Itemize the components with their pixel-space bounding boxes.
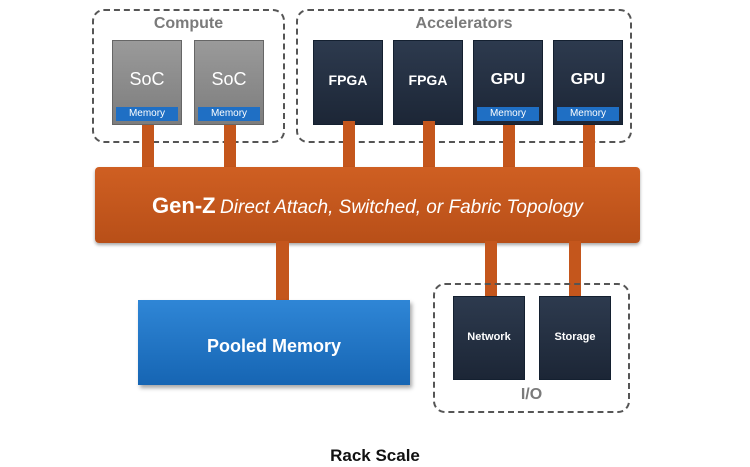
soc-chip-2: SoC Memory bbox=[194, 40, 264, 125]
soc-chip-1-memory: Memory bbox=[116, 107, 178, 121]
gen-z-bus: Gen-Z Direct Attach, Switched, or Fabric… bbox=[95, 167, 640, 243]
compute-group bbox=[92, 9, 285, 143]
soc-chip-2-label: SoC bbox=[211, 69, 247, 89]
rack-scale-caption: Rack Scale bbox=[330, 446, 420, 465]
fpga-chip-1: FPGA bbox=[313, 40, 383, 125]
bus-name: Gen-Z bbox=[152, 193, 216, 218]
soc-chip-1-label: SoC bbox=[129, 69, 165, 89]
gpu-chip-1: GPU Memory bbox=[473, 40, 543, 125]
accelerators-group bbox=[296, 9, 632, 143]
connector-fpga-2 bbox=[423, 121, 435, 169]
storage-device: Storage bbox=[539, 296, 611, 380]
connector-gpu-1 bbox=[503, 125, 515, 169]
gpu-chip-1-label: GPU bbox=[490, 71, 526, 88]
gpu-chip-2-label: GPU bbox=[570, 71, 606, 88]
io-group-label: I/O bbox=[520, 386, 543, 403]
fpga-chip-2-label: FPGA bbox=[408, 72, 448, 88]
connector-pooled-memory bbox=[276, 241, 289, 302]
pooled-memory-label: Pooled Memory bbox=[206, 336, 342, 356]
soc-chip-2-memory: Memory bbox=[198, 107, 260, 121]
compute-group-label: Compute bbox=[153, 15, 224, 32]
connector-gpu-2 bbox=[583, 125, 595, 169]
bus-subtitle: Direct Attach, Switched, or Fabric Topol… bbox=[220, 197, 583, 218]
pooled-memory-block: Pooled Memory bbox=[138, 300, 410, 385]
gpu-chip-2-memory: Memory bbox=[557, 107, 619, 121]
gpu-chip-2: GPU Memory bbox=[553, 40, 623, 125]
fpga-chip-2: FPGA bbox=[393, 40, 463, 125]
connector-fpga-1 bbox=[343, 121, 355, 169]
accelerators-group-label: Accelerators bbox=[415, 15, 513, 32]
fpga-chip-1-label: FPGA bbox=[328, 72, 368, 88]
connector-soc-1 bbox=[142, 125, 154, 169]
connector-soc-2 bbox=[224, 125, 236, 169]
storage-device-label: Storage bbox=[554, 331, 596, 343]
gpu-chip-1-memory: Memory bbox=[477, 107, 539, 121]
network-device: Network bbox=[453, 296, 525, 380]
network-device-label: Network bbox=[467, 331, 511, 343]
bus-text: Gen-Z Direct Attach, Switched, or Fabric… bbox=[95, 193, 640, 219]
soc-chip-1: SoC Memory bbox=[112, 40, 182, 125]
io-group bbox=[433, 283, 630, 413]
